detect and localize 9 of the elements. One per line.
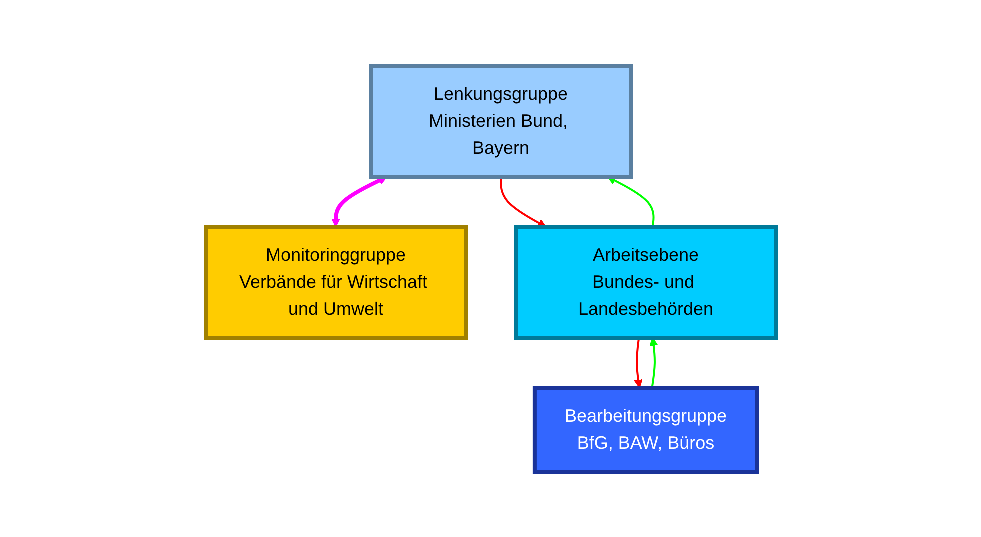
arrow	[331, 176, 387, 227]
node-box: Bearbeitungsgruppe BfG, BAW, Büros	[532, 386, 759, 474]
node-box: Arbeitsebene Bundes- und Landesbehörden	[514, 224, 778, 340]
arrow	[649, 337, 658, 388]
arrow	[634, 337, 642, 388]
arrow	[606, 176, 654, 227]
node-box: Monitoringgruppe Verbände für Wirtschaft und Umwelt	[204, 224, 468, 340]
arrow	[500, 176, 546, 227]
node-box: Lenkungsgruppe Ministerien Bund, Bayern	[368, 64, 632, 178]
